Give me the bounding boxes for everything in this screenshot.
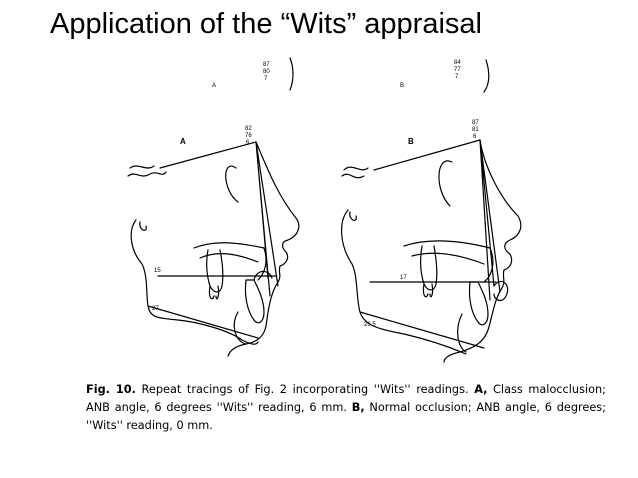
- tracing-b-angle-value: 26.5: [364, 322, 376, 328]
- tracing-a-measure-1c: 7: [264, 76, 268, 82]
- tracing-b-measure-1b: 77: [454, 67, 461, 73]
- tracing-a-dot: A: [212, 83, 216, 89]
- caption-label-b: B,: [351, 401, 365, 414]
- slide-title: Application of the “Wits” appraisal: [50, 8, 482, 40]
- tracing-b-wits-value: 17: [400, 275, 407, 281]
- tracing-b-measure-2c: 6: [473, 134, 477, 140]
- tracing-a-measure-2a: 82: [245, 126, 252, 132]
- caption-text-3: Normal occlusion; ANB angle, 6 degrees; …: [86, 401, 606, 432]
- tracing-b-measure-1a: 84: [454, 60, 461, 66]
- tracing-b-dot: B: [400, 83, 404, 89]
- tracing-a-label: A: [180, 137, 186, 146]
- tracings-illustration: A A 87 80 7 82 76 6 15 27 B B 84 77 7 87…: [127, 57, 522, 363]
- tracing-b-measure-1c: 7: [455, 74, 459, 80]
- tracing-a-measure-2c: 6: [246, 140, 250, 146]
- tracing-b: [341, 59, 522, 363]
- tracing-b-measure-2b: 81: [472, 127, 479, 133]
- tracing-a-measure-1a: 87: [263, 62, 270, 68]
- caption-label-a: A,: [474, 383, 488, 396]
- tracing-b-measure-2a: 87: [472, 120, 479, 126]
- tracing-a-angle-value: 27: [152, 306, 159, 312]
- tracing-a-wits-value: 15: [154, 268, 161, 274]
- caption-text-2: Class malocclusion; ANB angle, 6 degrees…: [86, 383, 606, 414]
- tracing-a: [127, 57, 300, 357]
- tracing-a-measure-1b: 80: [263, 69, 270, 75]
- caption-fig-number: Fig. 10.: [86, 383, 136, 396]
- figure-caption: Fig. 10. Repeat tracings of Fig. 2 incor…: [86, 381, 606, 435]
- cephalometric-figure: A A 87 80 7 82 76 6 15 27 B B 84 77 7 87…: [118, 50, 588, 370]
- caption-text-1: Repeat tracings of Fig. 2 incorporating …: [135, 383, 475, 396]
- tracing-a-measure-2b: 76: [245, 133, 252, 139]
- tracing-b-label: B: [408, 137, 414, 146]
